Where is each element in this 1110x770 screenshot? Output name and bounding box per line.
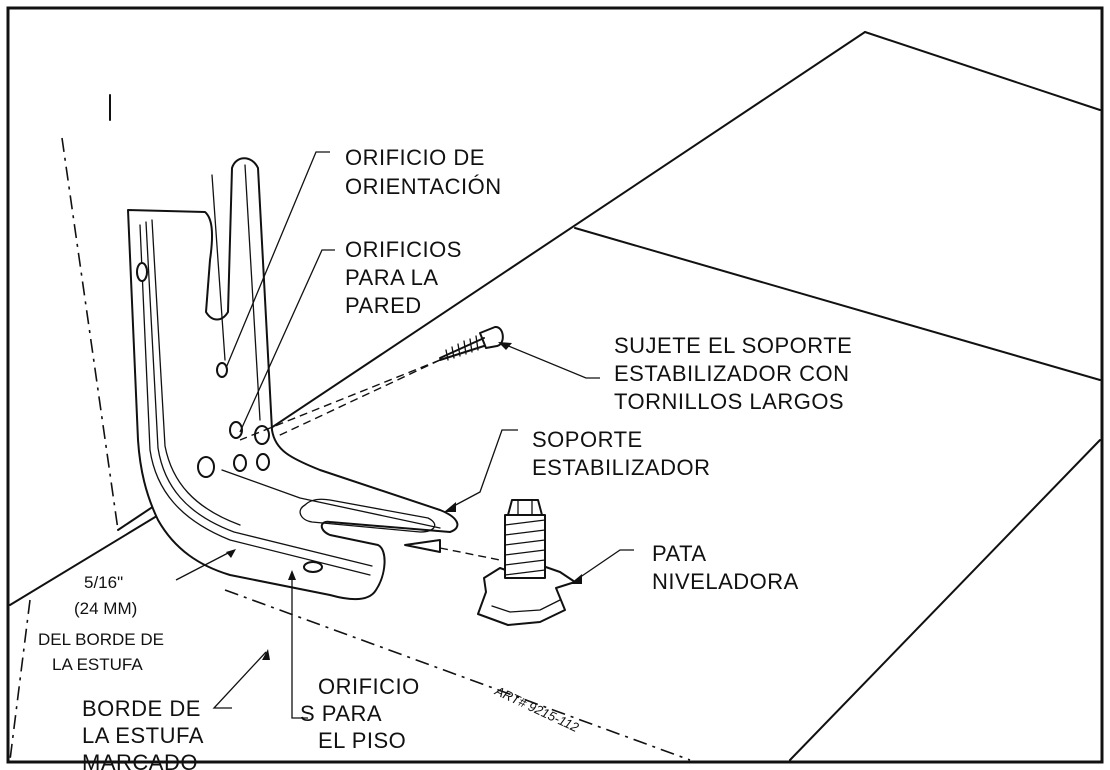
- label-stabilizer-bracket-1: SOPORTE: [532, 427, 643, 452]
- label-attach-bracket-1: SUJETE EL SOPORTE: [614, 333, 852, 358]
- leveling-leg: [477, 499, 576, 626]
- label-wall-holes-1: ORIFICIOS: [345, 237, 462, 262]
- label-from-edge-1: DEL BORDE DE: [38, 630, 164, 649]
- label-edge-marked-1: BORDE DE: [82, 696, 201, 721]
- label-leveling-leg-2: NIVELADORA: [652, 569, 799, 594]
- label-attach-bracket-2: ESTABILIZADOR CON: [614, 361, 849, 386]
- label-distance-inch: 5/16": [84, 573, 123, 592]
- insert-arrow: [404, 539, 441, 553]
- label-orientation-hole-1: ORIFICIO DE: [345, 145, 485, 170]
- label-wall-holes-2: PARA LA: [345, 265, 439, 290]
- label-from-edge-2: LA ESTUFA: [52, 655, 143, 674]
- stabilizer-bracket: [127, 157, 459, 601]
- art-number: ART# 9215-112: [492, 683, 582, 736]
- label-floor-holes-3: EL PISO: [318, 728, 406, 753]
- leader-lines: [175, 151, 634, 719]
- label-wall-holes-3: PARED: [345, 293, 422, 318]
- label-orientation-hole-2: ORIENTACIÓN: [345, 174, 502, 199]
- label-leveling-leg-1: PATA: [652, 541, 707, 566]
- labels: ORIFICIO DE ORIENTACIÓN ORIFICIOS PARA L…: [38, 145, 852, 770]
- label-floor-holes-2: S PARA: [300, 701, 382, 726]
- label-edge-marked-3: MARCADO: [82, 750, 198, 770]
- long-screw: [239, 326, 504, 441]
- label-edge-marked-2: LA ESTUFA: [82, 723, 204, 748]
- frame-border: [6, 6, 1104, 764]
- label-attach-bracket-3: TORNILLOS LARGOS: [614, 389, 844, 414]
- label-floor-holes-1: ORIFICIO: [318, 674, 420, 699]
- label-distance-mm: (24 MM): [74, 599, 137, 618]
- label-stabilizer-bracket-2: ESTABILIZADOR: [532, 455, 710, 480]
